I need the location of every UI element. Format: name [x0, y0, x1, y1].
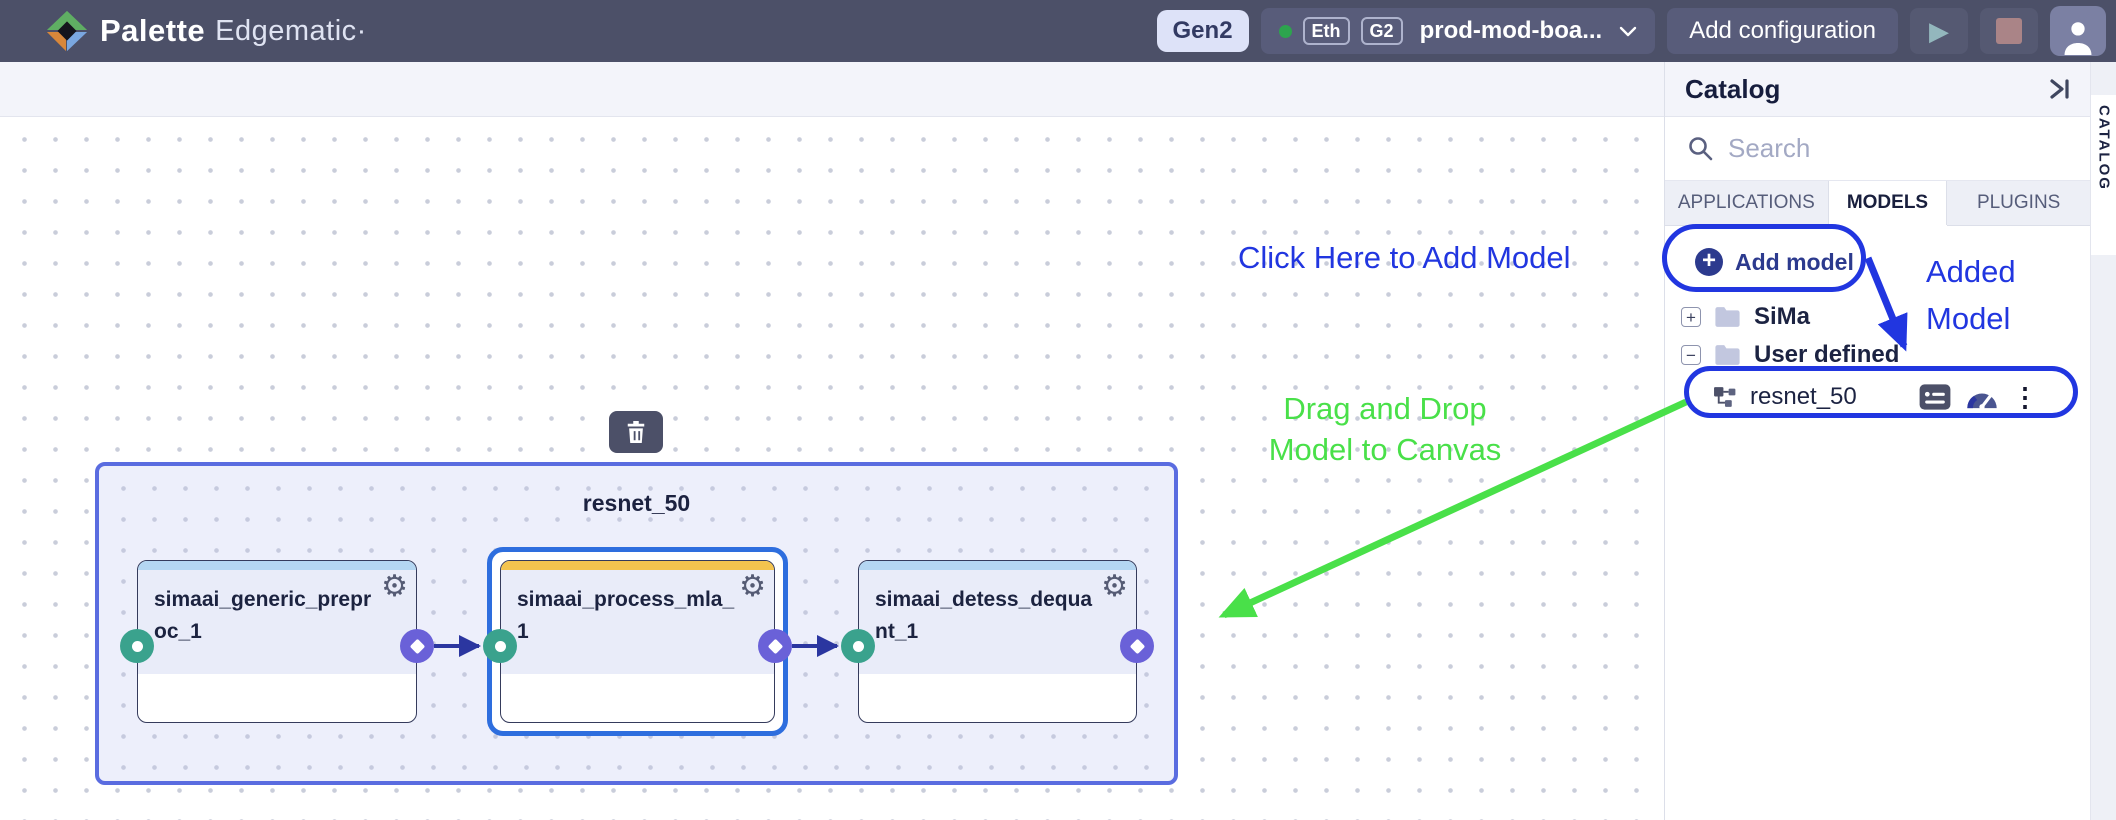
device-selector-dropdown[interactable]: Eth G2 prod-mod-boa... — [1260, 8, 1656, 54]
node-simaai-detess-dequant[interactable]: simaai_detess_dequant_1 ⚙ — [858, 560, 1137, 723]
tree-item-user-defined[interactable]: − User defined — [1665, 338, 2090, 372]
output-port[interactable] — [1120, 629, 1154, 663]
catalog-header: Catalog — [1665, 62, 2090, 117]
catalog-panel: Catalog APPLICATIONS MODELS PLUGINS — [1664, 62, 2090, 820]
node-simaai-generic-preproc[interactable]: simaai_generic_preproc_1 ⚙ — [137, 560, 417, 723]
node-body: simaai_detess_dequant_1 ⚙ — [859, 570, 1136, 674]
node-body: simaai_generic_preproc_1 ⚙ — [138, 570, 416, 674]
tab-applications[interactable]: APPLICATIONS — [1665, 181, 1829, 225]
brand: Palette Edgematic· — [44, 9, 367, 53]
expand-icon[interactable]: + — [1681, 307, 1701, 327]
collapse-icon[interactable]: − — [1681, 345, 1701, 365]
input-port[interactable] — [120, 629, 154, 663]
add-model-button[interactable]: + Add model — [1695, 242, 1854, 282]
node-simaai-process-mla[interactable]: simaai_process_mla_1 ⚙ — [500, 560, 775, 723]
device-name-label: prod-mod-boa... — [1419, 17, 1603, 44]
delete-group-button[interactable] — [609, 411, 663, 453]
collapse-panel-icon[interactable] — [2046, 76, 2074, 102]
gen-badge: Gen2 — [1156, 10, 1249, 52]
catalog-title: Catalog — [1685, 73, 1781, 104]
top-bar: Palette Edgematic· Gen2 Eth G2 prod-mod-… — [0, 0, 2116, 62]
folder-icon — [1714, 306, 1741, 328]
user-avatar[interactable] — [2050, 6, 2106, 56]
chevron-down-icon — [1619, 26, 1637, 37]
search-icon — [1687, 135, 1714, 162]
plus-icon: + — [1695, 248, 1723, 276]
catalog-side-strip: CATALOG — [2090, 62, 2116, 820]
tree-item-resnet50[interactable]: resnet_50 — [1665, 376, 2090, 418]
input-port[interactable] — [841, 629, 875, 663]
stop-button[interactable] — [1980, 8, 2038, 54]
person-icon — [2064, 22, 2092, 55]
palette-logo-icon — [44, 9, 90, 53]
node-body: simaai_process_mla_1 ⚙ — [501, 570, 774, 674]
play-icon: ▶ — [1929, 16, 1949, 46]
topbar-controls: Gen2 Eth G2 prod-mod-boa... Add configur… — [1156, 6, 2106, 56]
node-title: simaai_detess_dequant_1 — [875, 588, 1093, 643]
brand-name: Palette — [100, 13, 206, 48]
node-header-strip — [859, 561, 1136, 570]
trash-icon — [627, 421, 645, 443]
output-port[interactable] — [758, 629, 792, 663]
group-title: resnet_50 — [582, 490, 691, 516]
gear-icon[interactable]: ⚙ — [1101, 569, 1128, 604]
run-button[interactable]: ▶ — [1910, 8, 1968, 54]
g2-badge: G2 — [1360, 17, 1403, 45]
more-menu-icon[interactable]: ⋮ — [2012, 382, 2038, 412]
input-port[interactable] — [483, 629, 517, 663]
catalog-search — [1665, 117, 2090, 181]
tree-item-label: SiMa — [1754, 303, 1811, 330]
tab-models[interactable]: MODELS — [1828, 181, 1948, 225]
add-configuration-button[interactable]: Add configuration — [1667, 8, 1898, 54]
catalog-vertical-label: CATALOG — [2095, 105, 2113, 191]
node-header-strip — [138, 561, 416, 570]
search-input[interactable] — [1728, 133, 2028, 164]
model-name-label: resnet_50 — [1750, 383, 1857, 410]
benchmark-gauge-icon[interactable] — [1966, 384, 1998, 411]
folder-icon — [1714, 344, 1741, 366]
stop-icon — [1996, 18, 2022, 44]
gear-icon[interactable]: ⚙ — [381, 569, 408, 604]
eth-badge: Eth — [1302, 17, 1350, 45]
model-network-icon — [1713, 385, 1738, 410]
node-header-strip — [501, 561, 774, 570]
model-card-icon[interactable] — [1918, 383, 1952, 411]
brand-suffix: Edgematic· — [215, 14, 367, 47]
node-title: simaai_generic_preproc_1 — [154, 588, 372, 643]
node-title: simaai_process_mla_1 — [517, 588, 735, 643]
status-dot-icon — [1278, 24, 1292, 38]
output-port[interactable] — [400, 629, 434, 663]
catalog-tabs: APPLICATIONS MODELS PLUGINS — [1665, 181, 2090, 226]
tree-item-label: User defined — [1754, 341, 1900, 368]
tree-item-sima[interactable]: + SiMa — [1665, 300, 2090, 334]
catalog-vertical-tab[interactable]: CATALOG — [2091, 95, 2116, 255]
tab-plugins[interactable]: PLUGINS — [1976, 192, 2061, 213]
canvas-top-strip — [0, 62, 1664, 117]
gear-icon[interactable]: ⚙ — [739, 569, 766, 604]
model-row-actions: ⋮ — [1918, 383, 2038, 411]
